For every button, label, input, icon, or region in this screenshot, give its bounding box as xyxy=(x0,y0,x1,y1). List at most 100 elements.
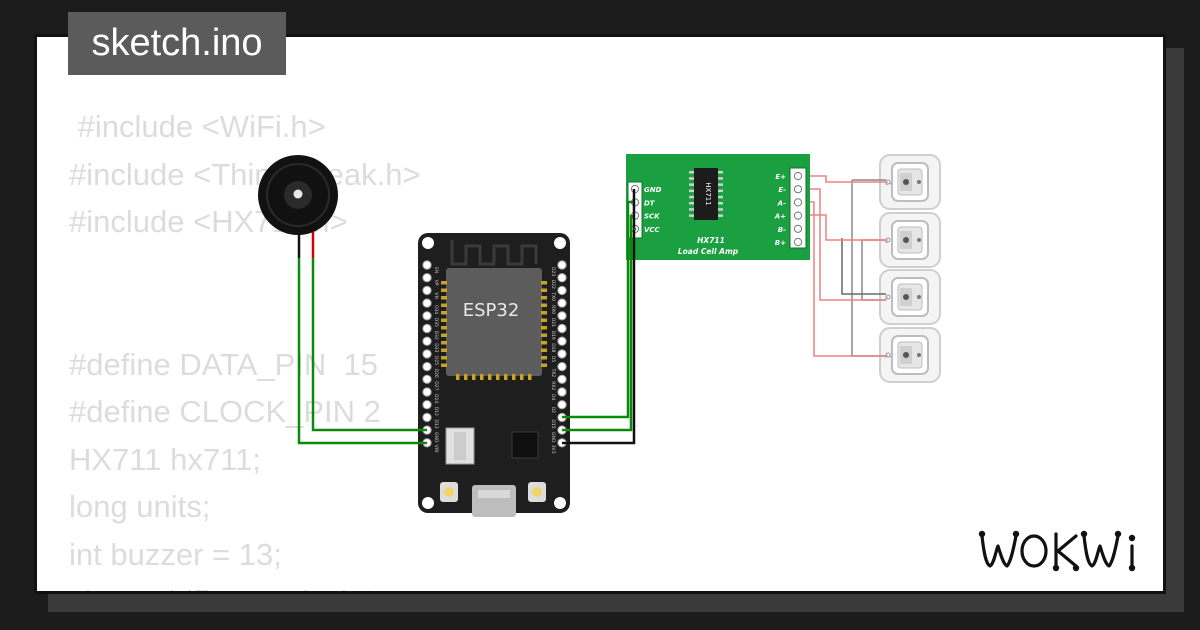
esp32-pin-d19 xyxy=(557,323,567,334)
hx711-pin-label: B- xyxy=(778,226,786,234)
esp32-pin-label: GND xyxy=(550,432,556,443)
esp32-pin-label: D35 xyxy=(433,318,439,327)
hx711-pin-a- xyxy=(793,198,803,207)
load-cell-icon: A+ xyxy=(879,327,941,383)
esp32-pin-label: VIN xyxy=(433,445,439,453)
esp32-pin-label: D27 xyxy=(433,381,439,390)
esp32-pin-d34 xyxy=(422,298,432,308)
esp32-pin-label: D5 xyxy=(550,356,556,362)
esp32-pin-rx2 xyxy=(557,374,567,384)
esp32-pin-label: D2 xyxy=(550,407,556,413)
code-line: #define DATA_PIN 15 xyxy=(69,346,379,382)
load-cell-label: A+ xyxy=(885,354,893,360)
hx711-pin-a+ xyxy=(793,211,803,220)
load-cell-label: A- xyxy=(885,296,890,302)
load-cell-icon: E- xyxy=(879,212,941,268)
hx711-pin-e+ xyxy=(793,171,803,181)
wire-gray-5 xyxy=(841,238,886,295)
esp32-pin-label: D22 xyxy=(550,280,556,289)
wire-a-plus xyxy=(798,214,886,241)
esp32-pin-label: D21 xyxy=(550,318,556,327)
esp32-pin-d23 xyxy=(557,260,567,270)
wire-gnd xyxy=(562,189,636,445)
hx711-pin-label: E- xyxy=(778,186,786,194)
hx711-pin-label: A+ xyxy=(774,213,786,221)
esp32-pin-tx0 xyxy=(557,285,567,296)
esp32-pin-label: D4 xyxy=(550,394,556,400)
esp32-pin-label: 3V3 xyxy=(550,445,556,454)
main-wires xyxy=(297,189,636,445)
esp32-pin-label: D18 xyxy=(550,343,556,352)
hx711-chip-label: HX711 xyxy=(704,182,712,205)
esp32-pin-label: D26 xyxy=(433,369,439,378)
esp32-pin-label: EN xyxy=(433,267,439,273)
esp32-pin-d21 xyxy=(557,311,567,321)
esp32-pin-d27 xyxy=(422,374,432,384)
esp32-pin-d4 xyxy=(557,387,567,397)
code-line: char ssid[] = "Wokwi-GUEST"; xyxy=(69,578,484,591)
esp32-pin-label: D33 xyxy=(433,343,439,352)
hx711-pin-label: GND xyxy=(644,186,662,194)
esp32-pin-label: RX2 xyxy=(550,381,556,390)
esp32-pin-label: D32 xyxy=(433,331,439,340)
hx711-pin-label: VCC xyxy=(644,226,661,234)
wokwi-logo xyxy=(978,530,1136,572)
esp32-pin-label: VN xyxy=(433,292,439,298)
esp32-pin-d25 xyxy=(422,349,432,359)
esp32-pin-d26 xyxy=(422,361,432,372)
esp32-pin-d13 xyxy=(422,412,432,423)
preview-card: #include <WiFi.h>#include <ThingSpeak.h>… xyxy=(34,34,1166,594)
esp32-pin-label: D19 xyxy=(550,331,556,340)
hx711-board-sublabel: Load Cell Amp xyxy=(678,247,739,256)
file-tab[interactable]: sketch.ino xyxy=(68,12,286,75)
hx711-pin-label: B+ xyxy=(775,239,786,247)
hx711-pin-e- xyxy=(793,185,803,194)
code-line: long units; xyxy=(69,489,211,524)
esp32-chip-label: ESP32 xyxy=(463,300,520,321)
code-line: int buzzer = 13; xyxy=(69,536,282,572)
hx711-pin-b- xyxy=(793,224,803,233)
load-cell-icon: A- xyxy=(879,269,941,325)
esp32-pin-label: D12 xyxy=(433,407,439,416)
wire-buzzer-signal xyxy=(311,258,427,432)
esp32-pin-label: VP xyxy=(433,280,439,286)
esp32-pin-label: D14 xyxy=(433,394,439,403)
load-cell-label: E- xyxy=(885,239,890,245)
esp32-pin-tx2 xyxy=(557,361,567,372)
load-cell-wires xyxy=(798,175,886,357)
esp32-pin-d35 xyxy=(422,311,432,321)
wire-sck xyxy=(562,214,634,432)
code-line: #define CLOCK_PIN 2 xyxy=(69,394,381,429)
antenna-trace xyxy=(450,240,538,266)
esp32-pin-label: TX0 xyxy=(550,291,556,301)
esp32-pin-d33 xyxy=(422,336,432,346)
esp32-pin-label: D13 xyxy=(433,419,439,428)
esp32-pin-d2 xyxy=(557,400,567,410)
esp32-pin-vp xyxy=(422,273,432,283)
hx711-pin-label: SCK xyxy=(644,213,660,221)
load-cell-icon: E+ xyxy=(879,154,941,210)
esp32-pin-en xyxy=(422,260,432,270)
hx711-pin-label: DT xyxy=(644,199,656,207)
esp32-pin-d14 xyxy=(422,387,432,397)
esp32-pin-d22 xyxy=(557,273,567,283)
code-line: HX711 hx711; xyxy=(69,441,261,477)
esp32-pin-label: D34 xyxy=(433,305,439,314)
esp32-pin-d18 xyxy=(557,336,567,346)
hx711-pin-label: E+ xyxy=(775,173,786,181)
load-cell-label: E+ xyxy=(885,181,892,187)
esp32-pin-d32 xyxy=(422,323,432,334)
esp32-pin-rx0 xyxy=(557,298,567,308)
esp32-pin-d5 xyxy=(557,349,567,359)
buzzer-icon xyxy=(258,155,338,258)
hx711-board-label: HX711 xyxy=(697,236,725,245)
esp32-pin-label: D25 xyxy=(433,356,439,365)
wire-dt xyxy=(562,200,634,419)
esp32-pin-label: TX2 xyxy=(550,368,556,378)
esp32-pin-label: GND xyxy=(433,432,439,443)
esp32-board: ESP32 ENVPVND34D35D32D33D25D26D27D14D12D… xyxy=(418,233,570,517)
esp32-pin-label: D23 xyxy=(550,267,556,276)
esp32-pin-label: D15 xyxy=(550,419,556,428)
code-line: #include <WiFi.h> xyxy=(69,109,326,144)
